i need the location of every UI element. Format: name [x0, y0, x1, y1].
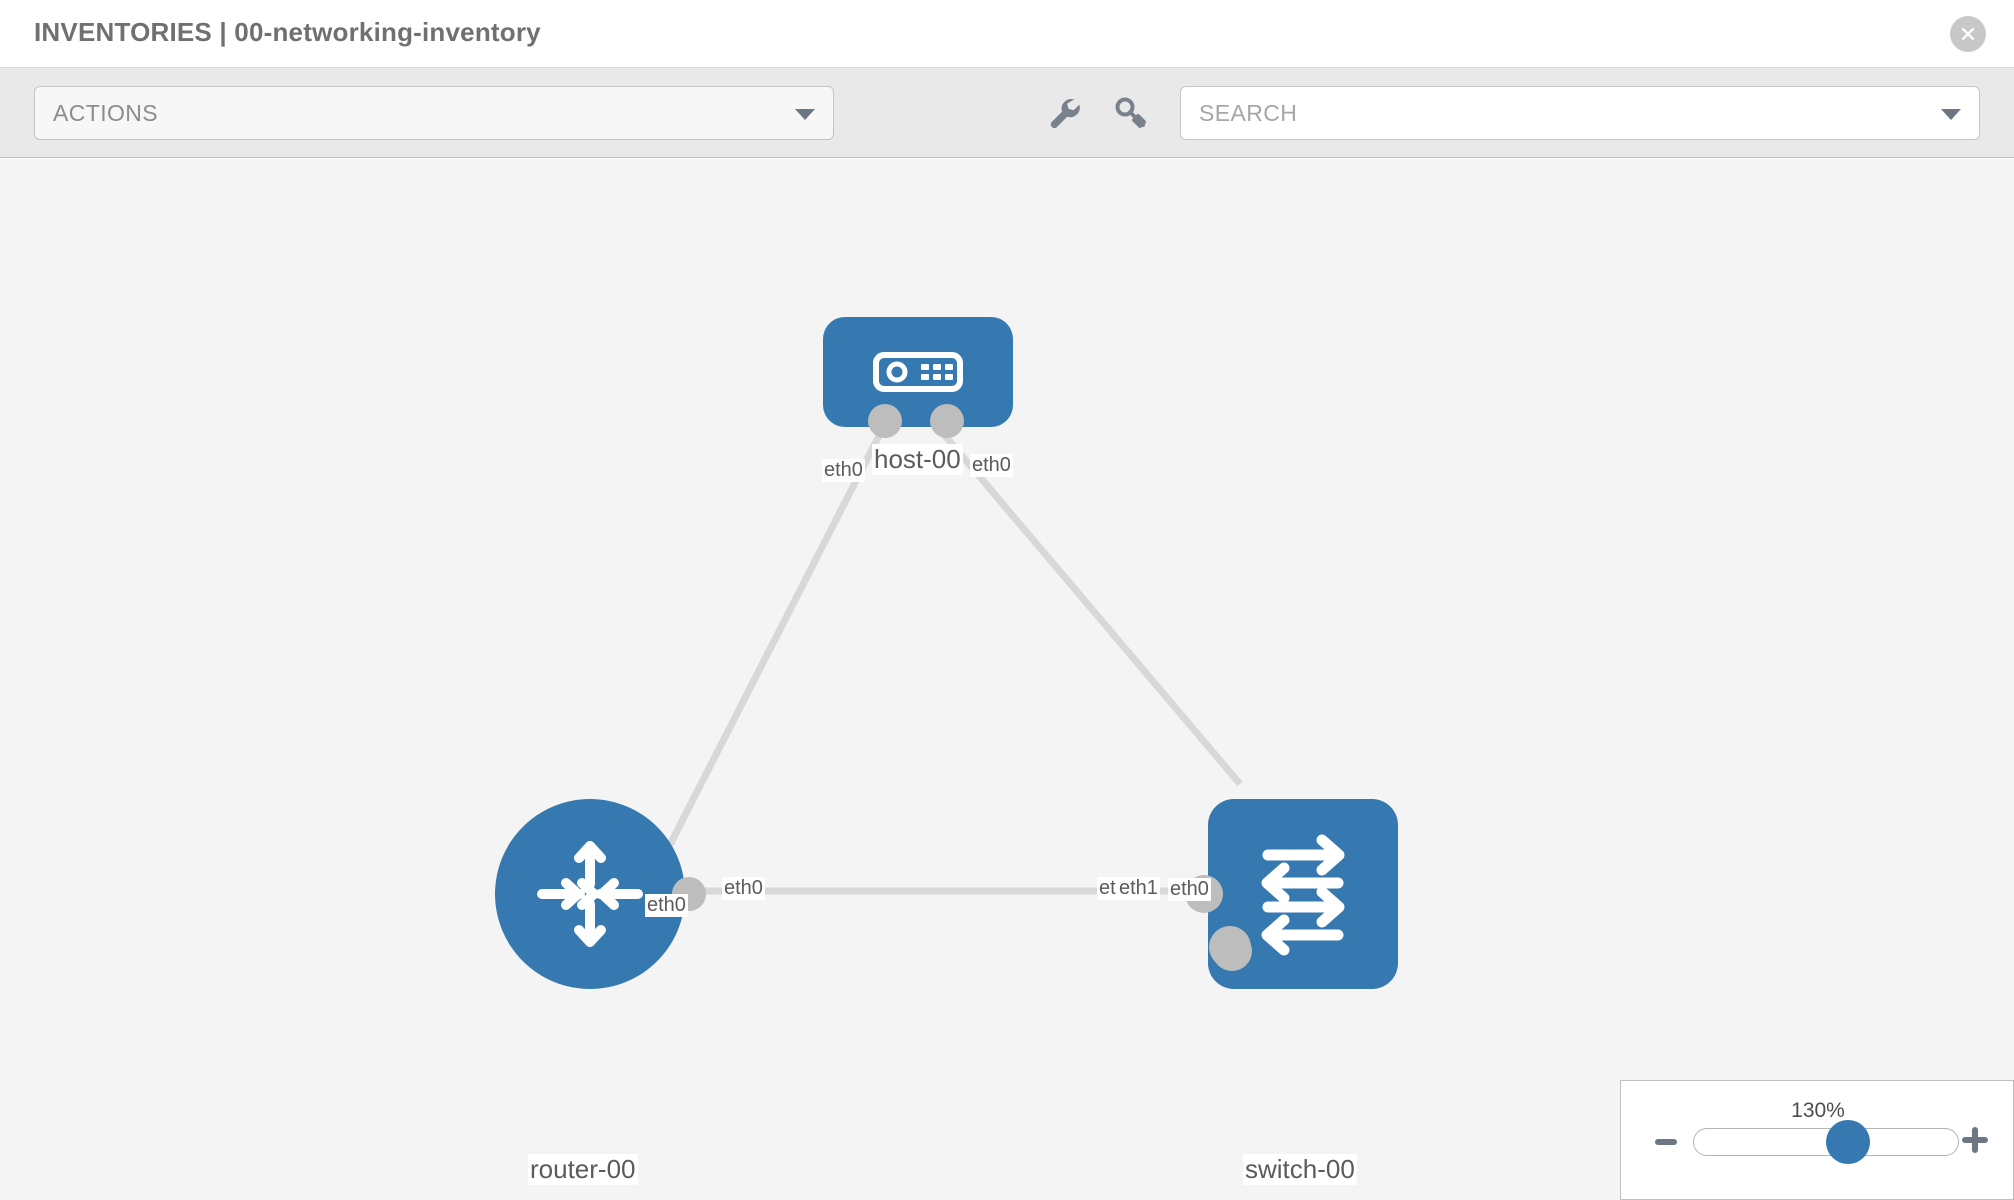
- search-placeholder: SEARCH: [1199, 100, 1298, 126]
- port-label-host-eth0-right: eth0: [970, 454, 1013, 477]
- node-host-00[interactable]: [823, 317, 1013, 427]
- link-host-router: [651, 422, 889, 876]
- server-icon: [873, 352, 963, 392]
- port-label-switch-eth0-up: eth0: [1168, 878, 1211, 901]
- topology-canvas[interactable]: host-00 eth0 eth0 router-00 eth0 eth0: [0, 159, 2014, 1200]
- node-host-00-label: host-00: [872, 444, 963, 475]
- minus-icon[interactable]: [1653, 1129, 1679, 1160]
- port-label-host-eth0-left: eth0: [822, 459, 865, 482]
- node-switch-00[interactable]: [1208, 799, 1398, 989]
- plus-icon[interactable]: [1959, 1124, 1991, 1161]
- chevron-down-icon[interactable]: [1941, 109, 1961, 120]
- node-host-00-shape[interactable]: [823, 317, 1013, 427]
- switch-arrows-icon: [1261, 834, 1345, 956]
- zoom-level-value: 130%: [1791, 1099, 1845, 1122]
- port-label-router-eth0-up: eth0: [645, 894, 688, 917]
- port-host-right: [930, 404, 964, 438]
- close-icon[interactable]: [1950, 16, 1986, 52]
- port-switch-left-top: [1209, 926, 1251, 968]
- port-label-router-eth0-right: eth0: [722, 877, 765, 900]
- port-label-switch-eth1: eth1: [1117, 877, 1160, 900]
- page-title: INVENTORIES | 00-networking-inventory: [34, 17, 541, 47]
- search-input[interactable]: SEARCH: [1180, 86, 1980, 140]
- zoom-control-panel[interactable]: 130%: [1620, 1080, 2014, 1200]
- node-switch-00-label: switch-00: [1243, 1154, 1357, 1185]
- page-header: INVENTORIES | 00-networking-inventory: [0, 0, 2014, 68]
- actions-dropdown[interactable]: ACTIONS: [34, 86, 834, 140]
- router-arrows-icon: [537, 841, 643, 947]
- key-icon[interactable]: [1110, 92, 1152, 134]
- zoom-slider-thumb[interactable]: [1826, 1120, 1871, 1164]
- toolbar: ACTIONS SEARCH: [0, 68, 2014, 158]
- chevron-down-icon: [795, 109, 815, 120]
- node-router-00-label: router-00: [528, 1154, 638, 1185]
- actions-dropdown-label: ACTIONS: [53, 100, 159, 126]
- zoom-slider-track[interactable]: [1693, 1128, 1959, 1156]
- link-host-switch: [932, 421, 1243, 787]
- wrench-icon[interactable]: [1043, 92, 1085, 134]
- port-host-left: [868, 404, 902, 438]
- topology-links: [651, 421, 1243, 895]
